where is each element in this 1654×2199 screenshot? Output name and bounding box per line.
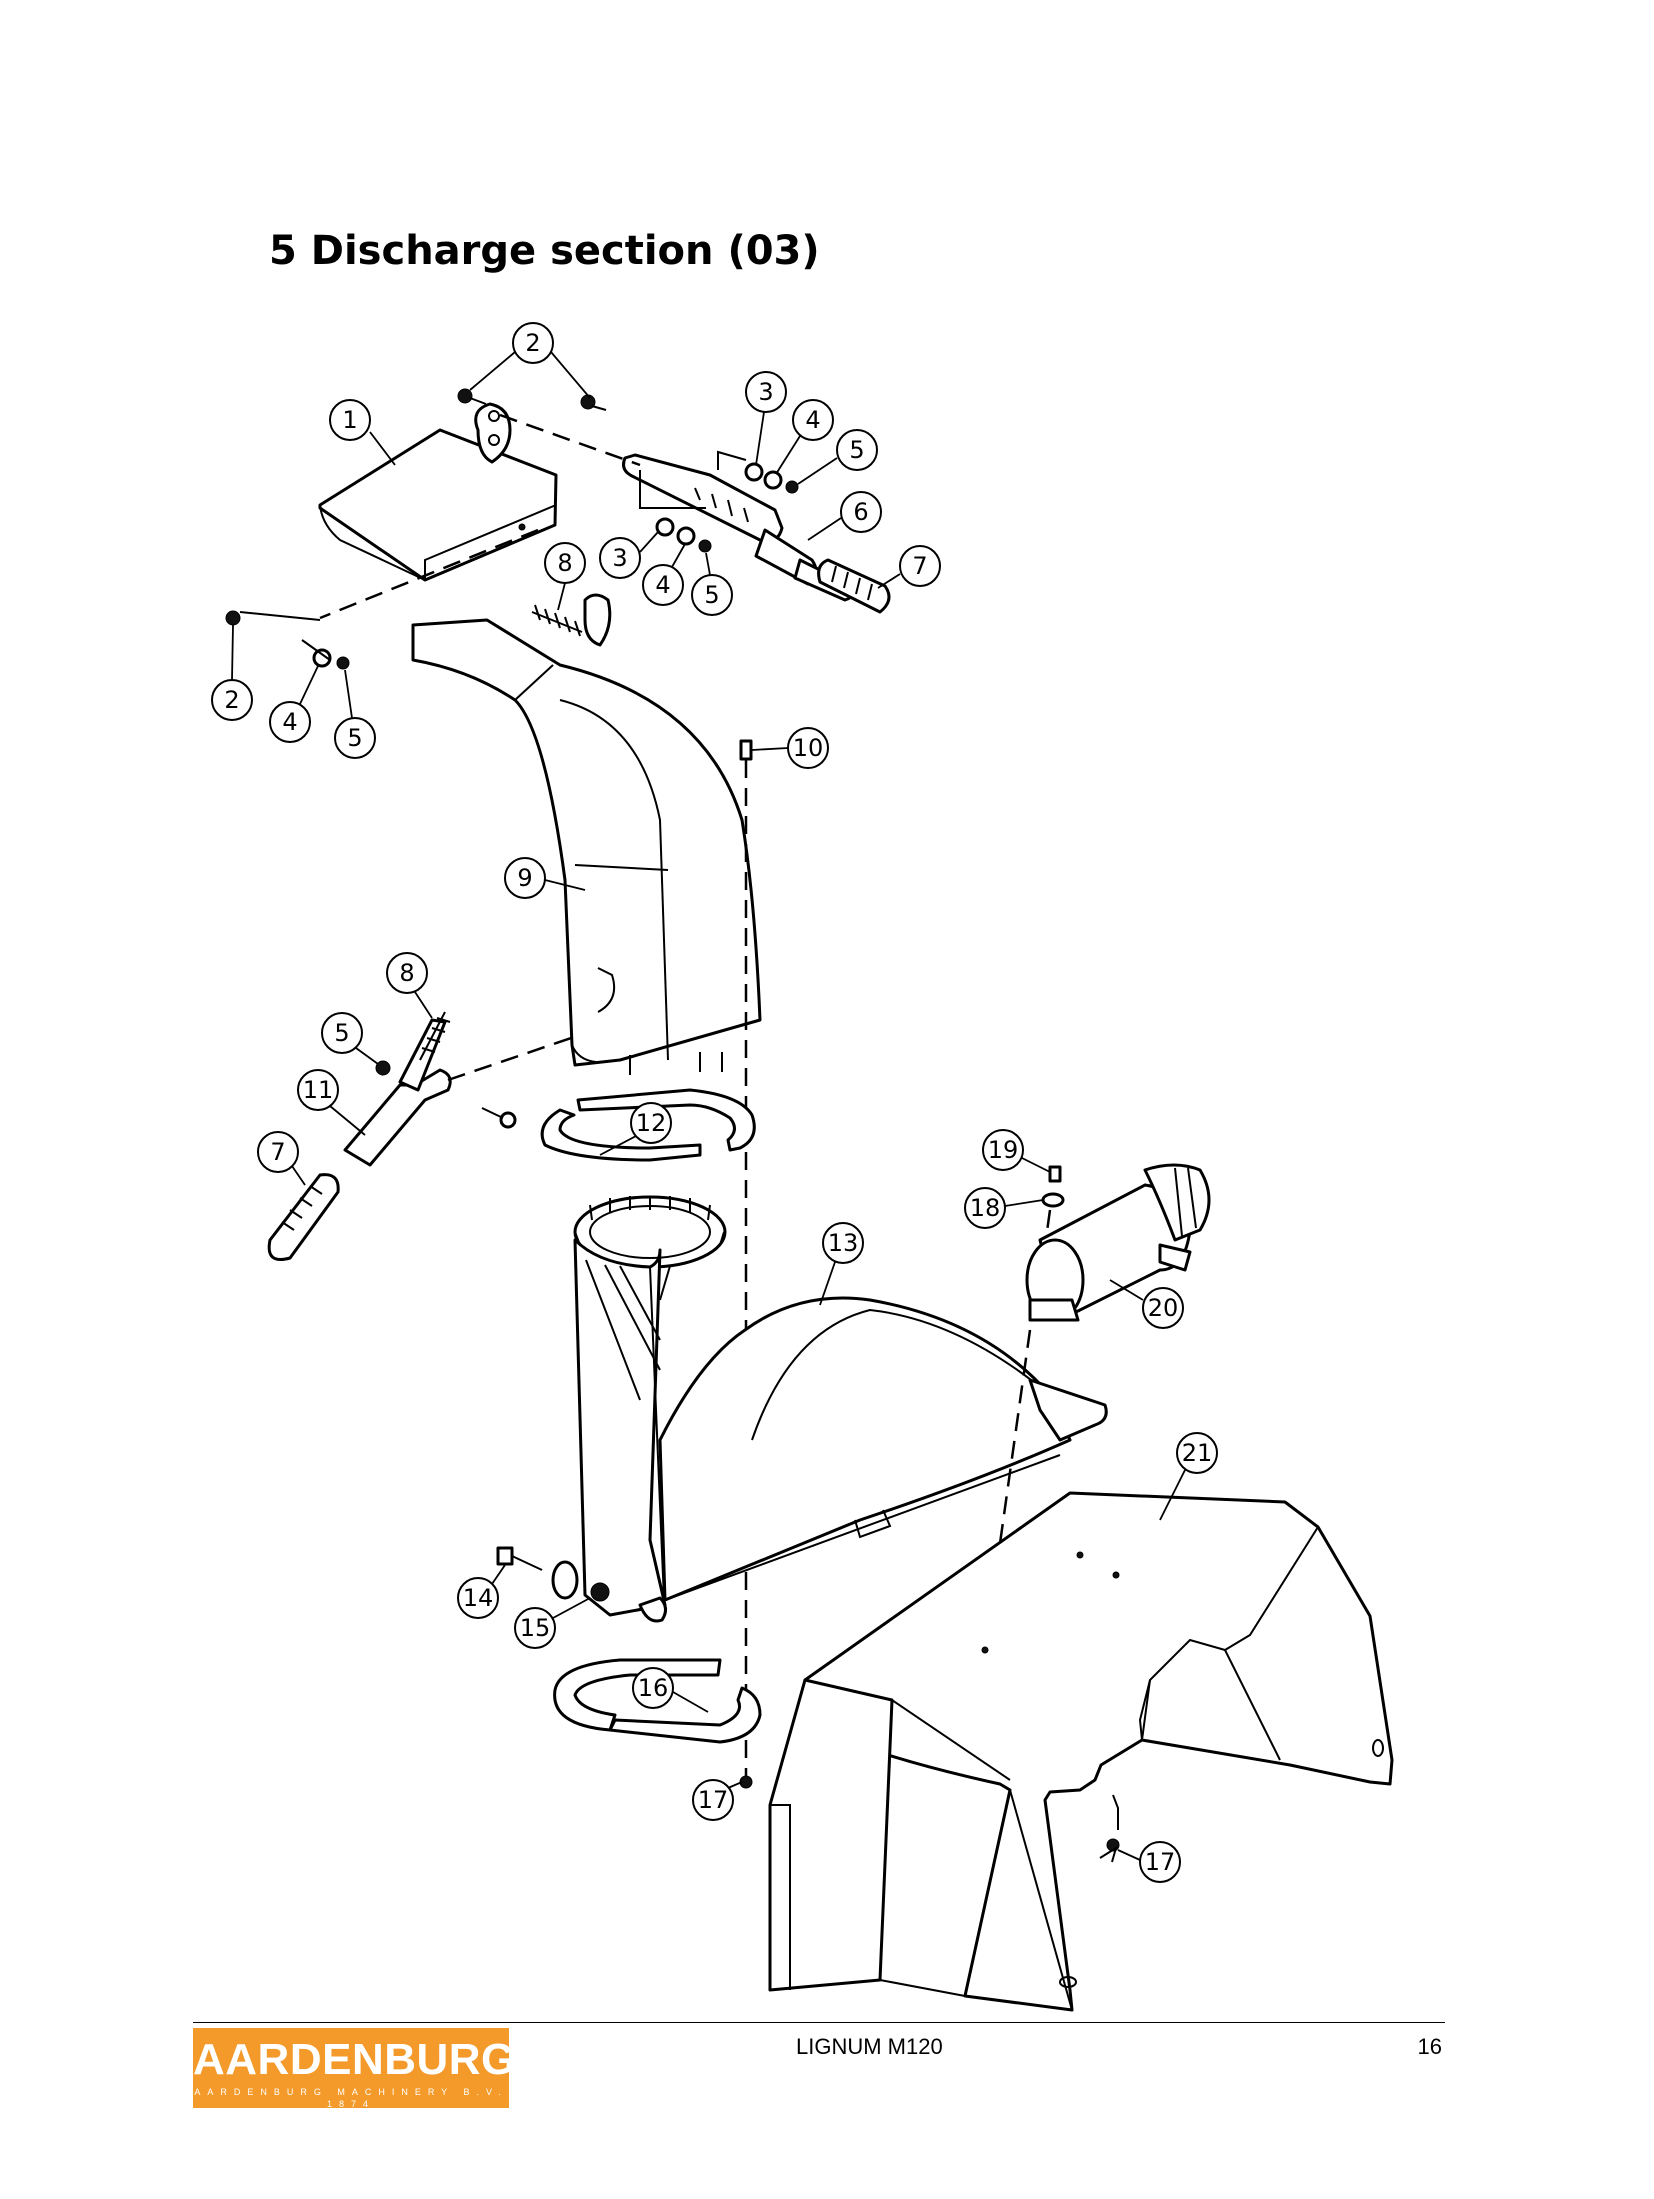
callout-11: 11: [297, 1069, 339, 1111]
callout-20: 20: [1142, 1287, 1184, 1329]
svg-text:5: 5: [704, 581, 719, 609]
svg-text:4: 4: [282, 708, 297, 736]
nut-17-base: [1099, 1794, 1120, 1863]
callout-7-lower: 7: [257, 1131, 299, 1173]
svg-text:8: 8: [399, 959, 414, 987]
callouts: 1 2 2 2 3 3 4 4 4 5 5 5 5 6 7 7 8 8: [211, 322, 1218, 1883]
callout-14: 14: [457, 1577, 499, 1619]
nut-5-lower: [375, 1060, 391, 1076]
footer-product-name: LIGNUM M120: [796, 2034, 943, 2059]
svg-text:12: 12: [636, 1109, 667, 1137]
callout-1: 1: [329, 399, 371, 441]
callout-4-left: 4: [269, 701, 311, 743]
logo-tagline: AARDENBURG MACHINERY B.V. 1874: [194, 2087, 508, 2109]
bolt-small-mid: [481, 1107, 517, 1129]
svg-text:9: 9: [517, 864, 532, 892]
aardenburg-logo: AARDENBURG AARDENBURG MACHINERY B.V. 187…: [193, 2028, 516, 2109]
part-grip-lower: [267, 1173, 340, 1261]
washer-18: [1041, 1192, 1065, 1208]
svg-text:2: 2: [224, 686, 239, 714]
callout-6: 6: [840, 491, 882, 533]
svg-text:10: 10: [793, 734, 824, 762]
hardware-2-4-5-left: [225, 610, 350, 670]
callout-8-lower: 8: [386, 952, 428, 994]
svg-text:11: 11: [303, 1076, 334, 1104]
callout-4-lower: 4: [642, 564, 684, 606]
callout-3-lower: 3: [599, 537, 641, 579]
svg-text:6: 6: [853, 498, 868, 526]
callout-5-lower: 5: [691, 574, 733, 616]
part-split-ring-lower: [553, 1658, 762, 1744]
svg-text:3: 3: [612, 544, 627, 572]
svg-text:14: 14: [463, 1584, 494, 1612]
callout-8-top: 8: [544, 542, 586, 584]
part-motor: [1025, 1163, 1211, 1322]
part-hinge-bracket: [474, 402, 512, 464]
svg-text:1: 1: [342, 406, 357, 434]
part-spring-lower: [419, 1011, 451, 1061]
part-grip-top: [817, 558, 891, 614]
part-base-guard: [768, 1491, 1394, 2012]
logo-wordmark: AARDENBURG: [193, 2035, 516, 2084]
svg-text:16: 16: [638, 1674, 669, 1702]
callout-3-upper: 3: [745, 371, 787, 413]
callout-16: 16: [632, 1667, 674, 1709]
svg-text:7: 7: [270, 1138, 285, 1166]
footer-page-number: 16: [1417, 2034, 1442, 2059]
bolt-19: [1048, 1165, 1062, 1183]
part-deflector-hood: [318, 428, 558, 582]
svg-text:5: 5: [347, 724, 362, 752]
studs-under-chute: [629, 1052, 723, 1075]
hardware-3-4-5-upper: [744, 462, 799, 494]
callout-9: 9: [504, 857, 546, 899]
callout-21: 21: [1176, 1432, 1218, 1474]
svg-text:19: 19: [988, 1136, 1019, 1164]
svg-text:2: 2: [525, 329, 540, 357]
hardware-3-4-5-lower: [655, 517, 712, 553]
callout-5-left: 5: [334, 717, 376, 759]
callout-10: 10: [787, 727, 829, 769]
bolt-14: [496, 1546, 543, 1571]
part-discharge-housing: [573, 1195, 1108, 1623]
svg-text:18: 18: [970, 1194, 1001, 1222]
callout-7-top: 7: [899, 545, 941, 587]
svg-text:7: 7: [912, 552, 927, 580]
bolt-2-top-left: [457, 388, 487, 405]
svg-text:17: 17: [698, 1786, 729, 1814]
callout-18: 18: [964, 1187, 1006, 1229]
part-split-ring-upper: [540, 1088, 756, 1162]
footer-rule: [193, 2022, 1445, 2023]
callout-15: 15: [514, 1607, 556, 1649]
callout-19: 19: [982, 1129, 1024, 1171]
part-discharge-chute: [411, 618, 762, 1067]
callout-12: 12: [630, 1102, 672, 1144]
callout-5-lever: 5: [321, 1012, 363, 1054]
bolt-2-top-right: [580, 394, 607, 411]
svg-text:5: 5: [849, 436, 864, 464]
svg-text:17: 17: [1145, 1848, 1176, 1876]
washer-nut-15: [551, 1560, 610, 1602]
callout-4-upper: 4: [792, 399, 834, 441]
svg-text:3: 3: [758, 378, 773, 406]
svg-text:8: 8: [557, 549, 572, 577]
svg-text:13: 13: [828, 1229, 859, 1257]
callout-5-upper: 5: [836, 429, 878, 471]
svg-text:21: 21: [1182, 1439, 1213, 1467]
svg-text:15: 15: [520, 1614, 551, 1642]
callout-17-base: 17: [1139, 1841, 1181, 1883]
svg-text:20: 20: [1148, 1294, 1179, 1322]
section-heading: 5 Discharge section (03): [269, 228, 820, 274]
svg-text:4: 4: [805, 406, 820, 434]
callout-13: 13: [822, 1222, 864, 1264]
svg-text:4: 4: [655, 571, 670, 599]
callout-2-top: 2: [512, 322, 554, 364]
bolt-10: [739, 739, 753, 761]
callout-17-lower: 17: [692, 1779, 734, 1821]
svg-text:5: 5: [334, 1019, 349, 1047]
callout-2-left: 2: [211, 679, 253, 721]
part-spring-upper: [531, 593, 612, 647]
